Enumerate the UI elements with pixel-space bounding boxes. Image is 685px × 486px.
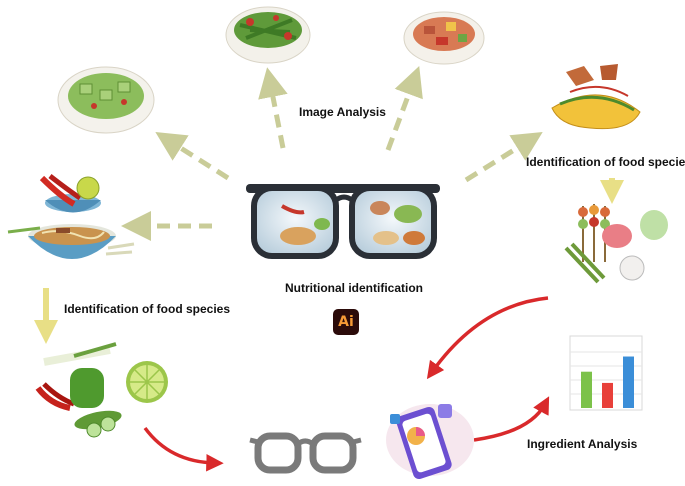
arrow-to-crepe (464, 132, 543, 183)
skewers-vegetables-icon (564, 204, 668, 284)
arrow-to-cucumber-salad (155, 131, 230, 181)
noodle-soup-bowl-icon (7, 224, 135, 259)
chart-bar-1 (581, 371, 592, 408)
phone-app-icon (386, 404, 474, 480)
crepe-wrap-icon (551, 64, 641, 130)
arrow-to-meat-stirfry (385, 65, 423, 151)
label-species-left: Identification of food species (64, 302, 231, 316)
meat-stirfry-bowl-icon (403, 11, 485, 65)
smart-glasses-icon (246, 184, 440, 259)
arrow-to-green-beans (258, 67, 288, 149)
label-nutritional: Nutritional identification (285, 281, 423, 295)
arrow-skewers-to-phone (426, 296, 549, 380)
raw-vegetables-icon (35, 342, 122, 438)
label-ingredient-analysis: Ingredient Analysis (527, 437, 638, 451)
label-image-analysis: Image Analysis (299, 105, 386, 119)
chili-lime-bowl-icon (39, 174, 101, 213)
green-bean-bowl-icon (225, 6, 311, 64)
plain-glasses-icon (249, 432, 362, 474)
chart-bar-3 (623, 356, 634, 408)
lime-slice-icon (126, 361, 168, 403)
cucumber-salad-bowl-icon (57, 66, 155, 134)
ai-logo-badge: Ai (333, 309, 359, 335)
label-species-top: Identification of food species (526, 155, 685, 169)
arrow-phone-to-chart (473, 396, 550, 442)
arrow-vegetables-to-glasses (143, 426, 224, 472)
chart-bar-2 (602, 382, 613, 408)
bar-chart-icon (569, 335, 643, 411)
dashed-arrows (121, 65, 543, 241)
